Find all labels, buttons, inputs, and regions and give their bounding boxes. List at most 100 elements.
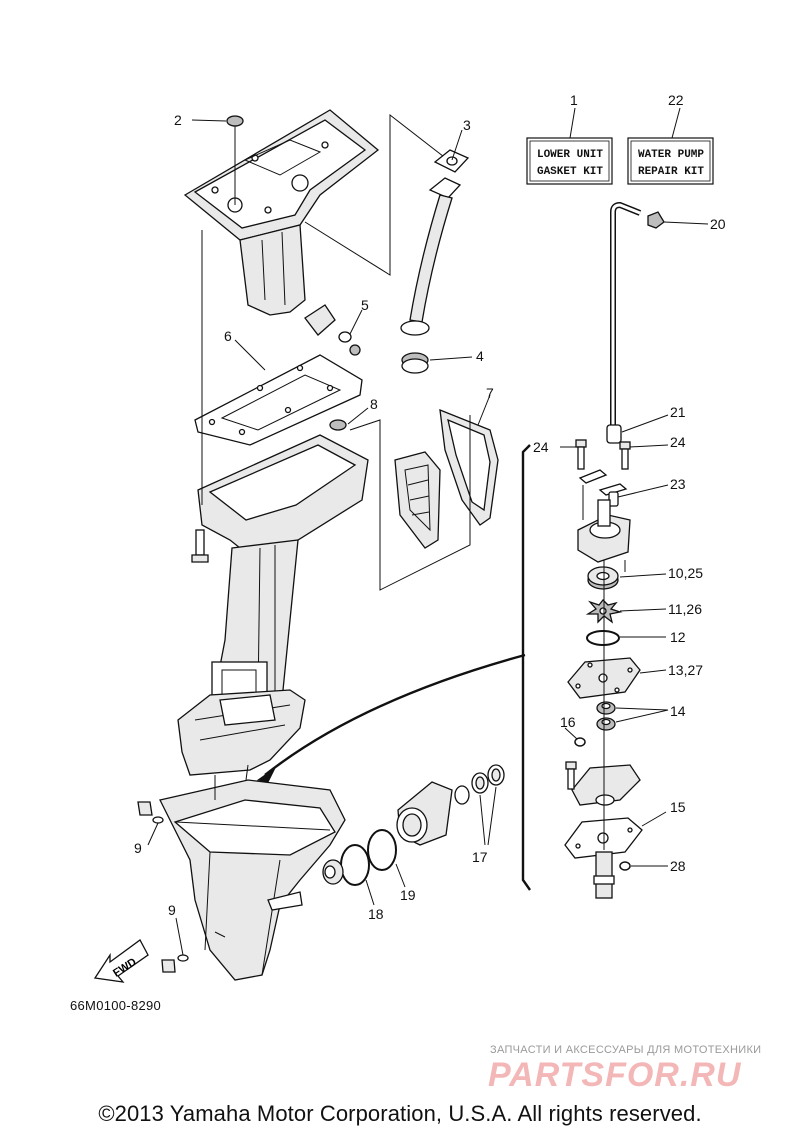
part-7-damper <box>394 451 441 549</box>
propeller-shaft-housing <box>396 781 453 846</box>
label-11-26: 11,26 <box>668 601 702 617</box>
part-20-water-tube <box>610 201 665 425</box>
fwd-arrow: FWD <box>93 939 149 983</box>
anti-cavitation-plate <box>177 689 306 776</box>
label-15: 15 <box>670 799 686 815</box>
water-pump-kit-line1: WATER PUMP <box>638 149 704 161</box>
part-5-grommet <box>304 304 361 356</box>
label-24a: 24 <box>533 439 549 455</box>
part-28-ring <box>619 861 631 871</box>
pump-base <box>565 761 641 806</box>
leader-10-25 <box>619 573 667 578</box>
part-10-25-insert <box>587 566 619 590</box>
leader-6 <box>234 339 266 371</box>
assembly-arrow <box>264 653 526 776</box>
part-number-labels: 1 22 2 3 20 5 6 4 7 8 21 24 24 23 10,25 … <box>134 92 726 922</box>
bracket-line-top <box>304 113 449 276</box>
part-24-bolt-left <box>575 439 587 470</box>
leader-2 <box>191 119 227 122</box>
label-21: 21 <box>670 404 686 420</box>
label-22: 22 <box>668 92 684 108</box>
label-16: 16 <box>560 714 576 730</box>
label-17: 17 <box>472 849 488 865</box>
bolt-upper-casing <box>191 529 209 563</box>
part-2-cap <box>226 115 244 127</box>
leader-7 <box>477 394 491 426</box>
label-1: 1 <box>570 92 578 108</box>
label-9a: 9 <box>134 840 142 856</box>
leader-8 <box>347 407 369 425</box>
label-4: 4 <box>476 348 484 364</box>
leader-18 <box>365 879 375 906</box>
leader-21 <box>621 414 669 433</box>
leader-9a <box>147 822 159 846</box>
label-12: 12 <box>670 629 686 645</box>
lower-unit-kit-line2: GASKET KIT <box>537 166 603 178</box>
leader-17 <box>479 786 497 846</box>
water-pump-repair-kit-box: WATER PUMP REPAIR KIT <box>627 137 714 185</box>
leader-1 <box>569 107 576 139</box>
lower-unit-gearcase <box>159 779 346 981</box>
watermark-tagline: ЗАПЧАСТИ И АКСЕССУАРЫ ДЛЯ МОТОТЕХНИКИ <box>490 1044 762 1056</box>
leader-24b <box>629 444 669 448</box>
bearing-small <box>454 785 470 805</box>
part-12-oring <box>586 630 620 646</box>
label-5: 5 <box>361 297 369 313</box>
label-6: 6 <box>224 328 232 344</box>
part-9-bolt-lower <box>161 954 189 973</box>
pump-group-bracket <box>521 444 531 891</box>
part-19-oring <box>367 829 397 871</box>
water-pump-kit-line2: REPAIR KIT <box>638 166 704 178</box>
bushing <box>322 859 344 885</box>
part-4-seal <box>401 352 429 374</box>
part-14-bearings <box>596 701 616 731</box>
part-18-oring <box>340 844 370 886</box>
drive-shaft-stub <box>593 851 615 899</box>
label-28: 28 <box>670 858 686 874</box>
leader-4 <box>429 356 473 361</box>
lower-unit-gasket-kit-box: LOWER UNIT GASKET KIT <box>526 137 613 185</box>
label-24b: 24 <box>670 434 686 450</box>
label-2: 2 <box>174 112 182 128</box>
watermark-logo: PARTSFOR.RU <box>488 1056 742 1094</box>
diagram-code: 66M0100-8290 <box>70 998 162 1013</box>
leader-22 <box>671 107 681 139</box>
part-9-bolt-upper <box>137 801 164 824</box>
label-20: 20 <box>710 216 726 232</box>
part-17-oil-seals <box>471 764 505 794</box>
leader-14 <box>615 707 669 723</box>
label-9b: 9 <box>168 902 176 918</box>
label-23: 23 <box>670 476 686 492</box>
leader-9b <box>175 917 184 956</box>
exhaust-guide-assembly <box>183 109 380 316</box>
copyright-notice: ©2013 Yamaha Motor Corporation, U.S.A. A… <box>98 1101 702 1126</box>
bracket-line-mid <box>349 415 471 591</box>
leader-19 <box>395 863 406 888</box>
part-21-grommet <box>606 424 622 444</box>
part-24-bolt-right <box>619 441 631 470</box>
leader-11-26 <box>619 608 667 612</box>
label-19: 19 <box>400 887 416 903</box>
part-3-water-tube <box>400 149 470 336</box>
part-7-rubber-seal <box>439 408 499 526</box>
leader-5 <box>349 309 363 335</box>
leader-15 <box>641 811 667 827</box>
label-7: 7 <box>486 385 494 401</box>
leader-13-27 <box>639 669 667 674</box>
leader-20 <box>663 221 709 225</box>
label-8: 8 <box>370 396 378 412</box>
label-13-27: 13,27 <box>668 662 703 678</box>
upper-casing <box>197 434 369 741</box>
washer-plate <box>578 469 608 484</box>
label-18: 18 <box>368 906 384 922</box>
part-16-ring <box>574 737 586 747</box>
leader-3 <box>451 129 463 161</box>
leader-23 <box>617 484 669 498</box>
lower-unit-kit-line1: LOWER UNIT <box>537 149 603 161</box>
label-14: 14 <box>670 703 686 719</box>
dash-guide-lower <box>214 764 249 800</box>
label-10-25: 10,25 <box>668 565 703 581</box>
leader-16 <box>564 727 578 740</box>
label-3: 3 <box>463 117 471 133</box>
